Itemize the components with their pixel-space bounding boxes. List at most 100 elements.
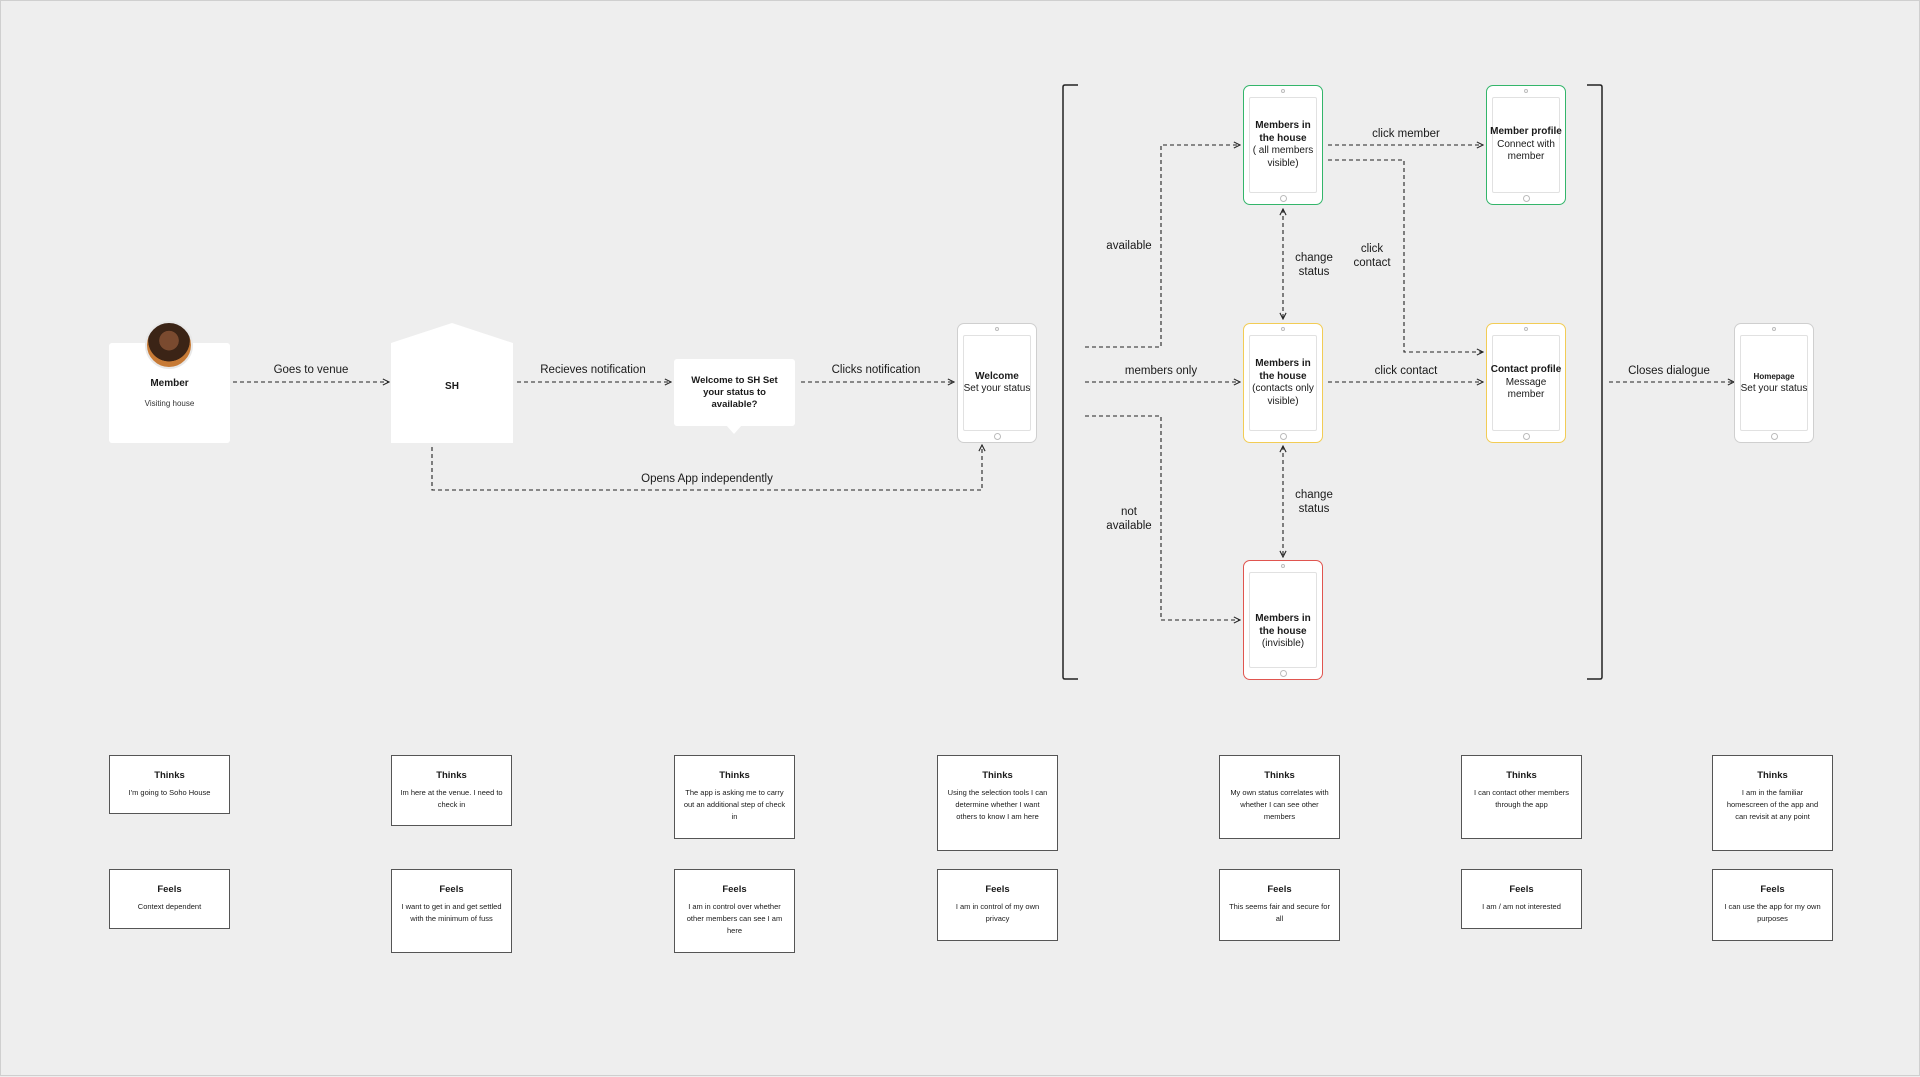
bracket-left — [1062, 84, 1078, 680]
thinks-card: Thinks Using the selection tools I can d… — [937, 755, 1058, 851]
feels-title: Feels — [722, 884, 747, 895]
phone-member-profile: Member profile Connect with member — [1486, 85, 1566, 205]
feels-title: Feels — [439, 884, 464, 895]
house-shape — [391, 323, 513, 443]
thinks-title: Thinks — [719, 770, 750, 781]
thinks-text: Using the selection tools I can determin… — [947, 788, 1048, 821]
feels-text: I can use the app for my own purposes — [1724, 902, 1821, 923]
feels-card: Feels This seems fair and secure for all — [1219, 869, 1340, 941]
feels-card: Feels I am / am not interested — [1461, 869, 1582, 929]
home-button-icon — [1770, 433, 1778, 440]
phone-homepage: Homepage Set your status — [1734, 323, 1814, 443]
phone-all-members-text: ( all members visible) — [1252, 145, 1314, 169]
thinks-text: I can contact other members through the … — [1473, 788, 1570, 809]
feels-text: This seems fair and secure for all — [1229, 902, 1330, 923]
thinks-text: I am in the familiar homescreen of the a… — [1726, 788, 1819, 821]
label-not-available: not available — [1106, 506, 1152, 532]
phone-contact-profile-title: Contact profile — [1490, 364, 1562, 376]
phone-all-members-title: Members in the house — [1255, 120, 1311, 144]
label-clicks-notification: Clicks notification — [831, 364, 921, 376]
feels-card: Feels I can use the app for my own purpo… — [1712, 869, 1833, 941]
phone-invisible-text: (invisible) — [1261, 638, 1305, 650]
thinks-text: I'm going to Soho House — [128, 788, 211, 797]
thinks-text: My own status correlates with whether I … — [1230, 788, 1329, 821]
phone-contact-profile-text: Message member — [1505, 376, 1547, 401]
label-available: available — [1106, 240, 1152, 252]
feels-text: I am in control over whether other membe… — [686, 902, 783, 935]
welcome-phone: Welcome Set your status — [957, 323, 1037, 443]
edge-not-available — [1085, 415, 1240, 620]
camera-icon — [995, 327, 999, 331]
feels-text: Context dependent — [137, 902, 202, 911]
thinks-card: Thinks I can contact other members throu… — [1461, 755, 1582, 839]
label-opens-app: Opens App independently — [641, 473, 773, 485]
label-click-contact: click contact — [1374, 365, 1438, 377]
label-goes-to-venue: Goes to venue — [273, 364, 349, 376]
thinks-title: Thinks — [436, 770, 467, 781]
edge-opens-app — [431, 445, 982, 491]
label-click-member: click member — [1372, 128, 1440, 140]
home-button-icon — [993, 433, 1001, 440]
welcome-phone-title: Welcome — [975, 370, 1019, 382]
member-card-title: Member — [150, 378, 189, 389]
phone-contact-profile: Contact profile Message member — [1486, 323, 1566, 443]
phone-contacts-only-title: Members in the house — [1255, 358, 1311, 382]
feels-text: I want to get in and get settled with th… — [401, 902, 502, 923]
feels-title: Feels — [1760, 884, 1785, 895]
feels-text: I am in control of my own privacy — [955, 902, 1040, 923]
home-button-icon — [1522, 195, 1530, 202]
feels-title: Feels — [1509, 884, 1534, 895]
home-button-icon — [1279, 433, 1287, 440]
phone-member-profile-title: Member profile — [1490, 126, 1562, 138]
thinks-card: Thinks My own status correlates with whe… — [1219, 755, 1340, 839]
home-button-icon — [1279, 195, 1287, 202]
bracket-right — [1587, 84, 1603, 680]
camera-icon — [1281, 327, 1285, 331]
house-label: SH — [445, 381, 459, 392]
thinks-text: The app is asking me to carry out an add… — [683, 788, 786, 821]
label-members-only: members only — [1124, 365, 1198, 377]
camera-icon — [1281, 564, 1285, 568]
camera-icon — [1524, 89, 1528, 93]
thinks-title: Thinks — [154, 770, 185, 781]
bubble-tail — [726, 425, 742, 434]
phone-all-members: Members in the house ( all members visib… — [1243, 85, 1323, 205]
feels-card: Feels I want to get in and get settled w… — [391, 869, 512, 953]
thinks-card: Thinks The app is asking me to carry out… — [674, 755, 795, 839]
notification-bubble: Welcome to SH Set your status to availab… — [674, 359, 795, 426]
edge-click-contact-diag — [1328, 159, 1483, 352]
phone-invisible: Members in the house (invisible) — [1243, 560, 1323, 680]
phone-contacts-only: Members in the house (contacts only visi… — [1243, 323, 1323, 443]
camera-icon — [1524, 327, 1528, 331]
feels-title: Feels — [985, 884, 1010, 895]
feels-card: Feels I am in control of my own privacy — [937, 869, 1058, 941]
thinks-title: Thinks — [1506, 770, 1537, 781]
phone-homepage-title: Homepage — [1753, 371, 1795, 381]
thinks-card: Thinks I'm going to Soho House — [109, 755, 230, 814]
home-button-icon — [1522, 433, 1530, 440]
label-change-status-top: change status — [1295, 252, 1333, 278]
label-receives-notification: Recieves notification — [540, 364, 646, 376]
thinks-title: Thinks — [982, 770, 1013, 781]
thinks-title: Thinks — [1264, 770, 1295, 781]
camera-icon — [1281, 89, 1285, 93]
feels-card: Feels I am in control over whether other… — [674, 869, 795, 953]
member-card-subtitle: Visiting house — [144, 399, 195, 408]
thinks-title: Thinks — [1757, 770, 1788, 781]
welcome-phone-text: Set your status — [963, 383, 1031, 394]
camera-icon — [1772, 327, 1776, 331]
edge-available — [1085, 145, 1240, 348]
label-click-contact-diag: click contact — [1353, 243, 1391, 269]
thinks-card: Thinks I am in the familiar homescreen o… — [1712, 755, 1833, 851]
feels-title: Feels — [1267, 884, 1292, 895]
label-change-status-bottom: change status — [1295, 489, 1333, 515]
phone-homepage-text: Set your status — [1740, 383, 1808, 394]
phone-contacts-only-text: (contacts only visible) — [1252, 383, 1314, 407]
phone-member-profile-text: Connect with member — [1497, 138, 1555, 163]
label-closes-dialogue: Closes dialogue — [1628, 365, 1710, 377]
phone-invisible-title: Members in the house — [1255, 613, 1311, 637]
thinks-text: Im here at the venue. I need to check in — [400, 788, 503, 809]
feels-text: I am / am not interested — [1482, 902, 1561, 911]
